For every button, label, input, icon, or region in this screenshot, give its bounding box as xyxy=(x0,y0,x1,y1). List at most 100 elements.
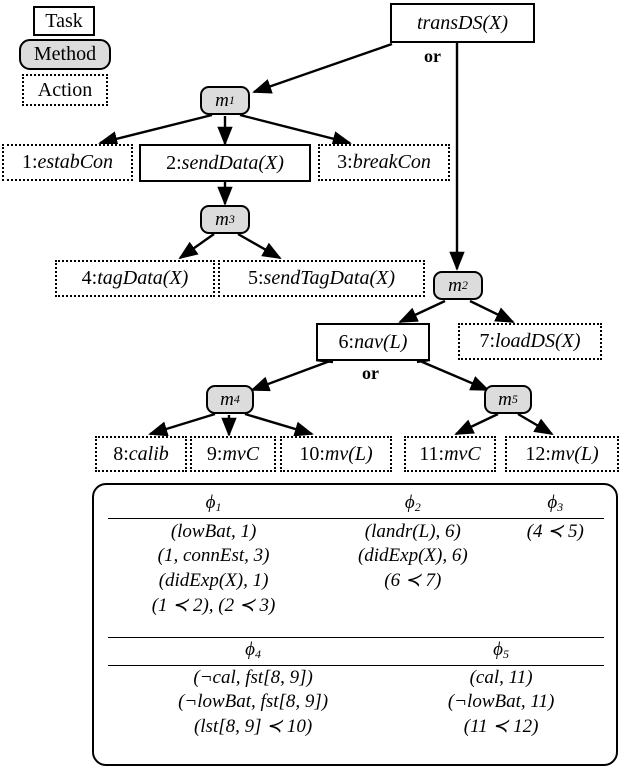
method-m4-sub: 4 xyxy=(233,392,240,406)
cell-phi4-r1: (¬lowBat, fst[8, 9]) xyxy=(178,691,329,712)
edge-m4-to-a10 xyxy=(244,412,314,437)
action-1-estabcon[interactable]: 1:estabCon xyxy=(2,144,133,181)
method-m2-label: m xyxy=(448,274,462,296)
phi2-header: ϕ2 xyxy=(319,491,507,519)
method-m5-sub: 5 xyxy=(511,392,518,406)
action-7-loadds[interactable]: 7:loadDS(X) xyxy=(458,323,602,360)
action-10-name: mv(L) xyxy=(324,442,373,465)
table-row: (lst[8, 9] ≺ 10) (11 ≺ 12) xyxy=(108,714,604,739)
action-10-mv[interactable]: 10:mv(L) xyxy=(280,436,392,472)
cell-phi5-r2: (11 ≺ 12) xyxy=(463,716,539,737)
action-12-name: mv(L) xyxy=(550,442,599,465)
phi5-header: ϕ5 xyxy=(398,637,604,666)
phi3-header: ϕ3 xyxy=(506,491,604,519)
edge-m1-to-a3 xyxy=(239,113,352,147)
legend-action-label: Action xyxy=(37,78,93,101)
action-11-mvc[interactable]: 11:mvC xyxy=(404,436,496,472)
cell-phi4-r2: (lst[8, 9] ≺ 10) xyxy=(193,716,313,737)
task-2-name: sendData(X) xyxy=(181,151,284,174)
constraints-table-top: ϕ1 ϕ2 ϕ3 (lowBat, 1) (landr(L), 6) (4 ≺ … xyxy=(108,491,604,618)
action-7-name: loadDS(X) xyxy=(495,330,581,352)
method-m1-label: m xyxy=(215,89,229,111)
task-6-nav[interactable]: 6:nav(L) xyxy=(316,323,430,361)
action-8-num: 8: xyxy=(113,442,129,465)
edge-m5-to-a12 xyxy=(517,412,554,436)
action-9-num: 9: xyxy=(206,442,223,465)
task-6-name: nav(L) xyxy=(354,330,408,353)
phi4-symbol: ϕ xyxy=(245,639,256,660)
legend-task: Task xyxy=(33,6,95,36)
constraints-table: ϕ1 ϕ2 ϕ3 (lowBat, 1) (landr(L), 6) (4 ≺ … xyxy=(92,483,618,766)
edge-m3-to-a4 xyxy=(178,233,215,260)
action-3-num: 3: xyxy=(337,151,353,173)
action-4-num: 4: xyxy=(81,267,98,289)
task-transds-label: transDS(X) xyxy=(416,11,509,34)
cell-phi1-r1: (1, connEst, 3) xyxy=(157,545,270,566)
phi1-symbol: ϕ xyxy=(205,492,216,513)
action-4-name: tagData(X) xyxy=(97,267,189,289)
phi5-symbol: ϕ xyxy=(493,639,504,660)
or-label-root: or xyxy=(424,46,441,67)
phi1-header: ϕ1 xyxy=(108,491,320,519)
cell-phi2-r0: (landr(L), 6) xyxy=(364,520,461,542)
table-row: (¬cal, fst[8, 9]) (cal, 11) xyxy=(108,666,604,691)
legend-method-label: Method xyxy=(33,43,97,65)
action-3-breakcon[interactable]: 3:breakCon xyxy=(318,144,450,181)
edge-t6-to-m4 xyxy=(250,359,331,392)
cell-phi3-r2 xyxy=(507,568,604,593)
cell-phi5-r1: (¬lowBat, 11) xyxy=(447,691,555,712)
table-row: (didExp(X), 1) (6 ≺ 7) xyxy=(108,568,604,593)
action-1-name: estabCon xyxy=(37,151,114,173)
edge-m5-to-a11 xyxy=(454,412,499,436)
cell-phi1-r3: (1 ≺ 2), (2 ≺ 3) xyxy=(151,595,276,616)
task-transds[interactable]: transDS(X) xyxy=(390,3,535,43)
cell-phi1-r2: (didExp(X), 1) xyxy=(158,569,269,591)
action-5-name: sendTagData(X) xyxy=(263,267,396,289)
phi1-sub: 1 xyxy=(215,500,222,514)
task-2-senddata[interactable]: 2:sendData(X) xyxy=(139,144,311,182)
action-5-sendtagdata[interactable]: 5:sendTagData(X) xyxy=(218,260,425,297)
task-2-num: 2: xyxy=(166,151,182,174)
action-11-name: mvC xyxy=(444,442,481,465)
legend-method: Method xyxy=(19,39,111,70)
edge-m4-to-a8 xyxy=(148,412,216,437)
cell-phi3-r0: (4 ≺ 5) xyxy=(526,521,584,542)
table-row: (1, connEst, 3) (didExp(X), 6) xyxy=(108,544,604,568)
or-label-root-text: or xyxy=(424,46,441,66)
legend-task-label: Task xyxy=(45,9,83,32)
table-row: (¬lowBat, fst[8, 9]) (¬lowBat, 11) xyxy=(108,690,604,714)
or-label-nav-text: or xyxy=(362,363,379,383)
method-m5-label: m xyxy=(498,388,512,410)
method-m3-sub: 3 xyxy=(228,212,235,226)
phi3-symbol: ϕ xyxy=(547,492,558,513)
edge-m2-to-a7 xyxy=(469,299,515,324)
action-4-tagdata[interactable]: 4:tagData(X) xyxy=(55,260,215,297)
method-m3-label: m xyxy=(215,208,229,230)
action-8-name: calib xyxy=(128,442,169,465)
cell-phi2-r1: (didExp(X), 6) xyxy=(357,545,468,566)
action-5-num: 5: xyxy=(247,267,264,289)
action-11-num: 11: xyxy=(419,442,445,465)
table-row: (lowBat, 1) (landr(L), 6) (4 ≺ 5) xyxy=(108,519,604,545)
cell-phi4-r0: (¬cal, fst[8, 9]) xyxy=(193,667,313,688)
phi4-header: ϕ4 xyxy=(108,637,399,666)
action-12-mv[interactable]: 12:mv(L) xyxy=(505,436,619,472)
action-12-num: 12: xyxy=(525,442,551,465)
action-3-name: breakCon xyxy=(352,151,431,173)
edge-root-to-m1 xyxy=(252,42,393,94)
cell-phi3-r1 xyxy=(507,544,604,568)
action-10-num: 10: xyxy=(299,442,325,465)
phi5-sub: 5 xyxy=(503,647,510,661)
cell-phi2-r2: (6 ≺ 7) xyxy=(384,570,442,591)
method-m4-label: m xyxy=(220,388,234,410)
phi2-sub: 2 xyxy=(414,500,421,514)
action-9-mvc[interactable]: 9:mvC xyxy=(190,436,276,472)
action-8-calib[interactable]: 8:calib xyxy=(95,436,187,472)
action-7-num: 7: xyxy=(479,330,495,352)
